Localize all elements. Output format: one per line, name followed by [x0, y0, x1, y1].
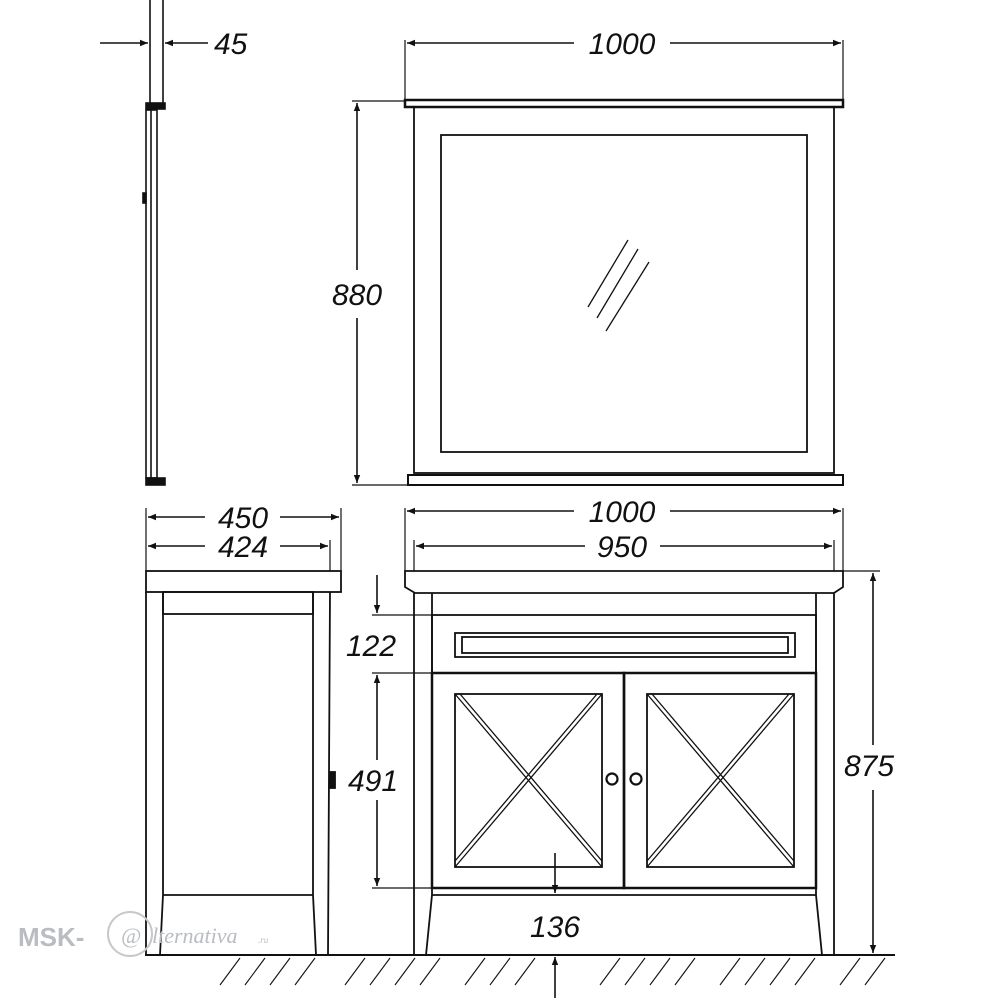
- dim-text-mirror-1000: 1000: [589, 28, 656, 61]
- dimension-mirror-height: 880: [332, 100, 408, 486]
- watermark-tld: .ru: [258, 935, 269, 945]
- cabinet-front-view: [404, 570, 844, 956]
- dim-text-950: 950: [597, 531, 647, 564]
- dimension-door-height: 491: [348, 672, 432, 889]
- dim-text-875: 875: [844, 750, 894, 783]
- dimension-mirror-depth: 45: [100, 28, 248, 61]
- watermark-prefix: MSK-: [18, 922, 84, 952]
- dim-text-45: 45: [214, 28, 248, 61]
- dimension-leg-height: 136: [530, 853, 580, 998]
- watermark-suffix: lternativa: [152, 923, 238, 948]
- dim-text-122: 122: [346, 630, 396, 663]
- watermark-mark: @: [121, 923, 141, 948]
- cabinet-side-view: [145, 570, 342, 956]
- dimension-cabinet-depth: 450 424: [145, 502, 342, 571]
- dim-text-450: 450: [218, 502, 268, 535]
- dimension-cabinet-width: 1000 950: [404, 496, 844, 571]
- dim-text-880: 880: [332, 279, 382, 312]
- mirror-front-view: [403, 98, 845, 486]
- watermark: MSK- @ lternativa .ru: [18, 911, 269, 957]
- mirror-side-view: [142, 0, 166, 486]
- dimension-drawer-height: 122: [346, 575, 432, 663]
- dim-text-424: 424: [218, 531, 268, 564]
- dim-text-136: 136: [530, 911, 580, 944]
- dim-text-cabinet-1000: 1000: [589, 496, 656, 529]
- dimension-cabinet-height: 875: [843, 570, 894, 953]
- dimension-mirror-width: 1000: [404, 28, 844, 100]
- dim-text-491: 491: [348, 765, 398, 798]
- floor-line: [145, 954, 895, 986]
